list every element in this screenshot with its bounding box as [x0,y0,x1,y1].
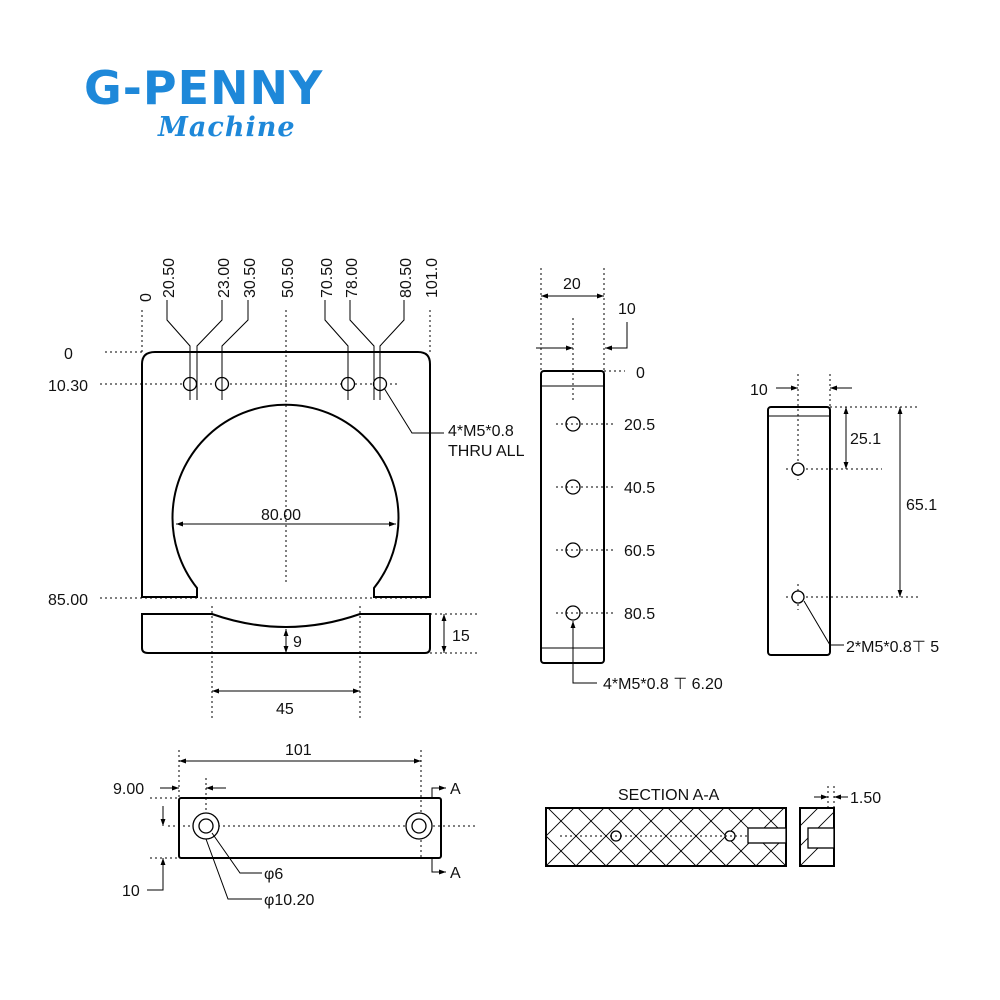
counterbore-diameter-leader [205,838,262,900]
side-zero-label: 0 [636,365,645,382]
leader-line [196,300,223,400]
side-hole-callout: 4*M5*0.8 ⊤ 6.20 [603,676,723,693]
top-position-101-0: 101.0 [424,258,441,298]
end-first-hole-label: 25.1 [850,431,881,448]
bottom-hole-offset-label: 9.00 [113,781,144,798]
leader-line [166,300,191,400]
bore-diameter-label: 80.00 [261,507,301,524]
end-hole-callout: 2*M5*0.8⊤ 5 [846,639,939,656]
section-title: SECTION A-A [618,787,720,804]
side-hole-position-60-5: 60.5 [624,543,655,560]
clamp-width-label: 45 [276,701,294,718]
section-view: SECTION A-A 1.50 [545,786,881,867]
left-position-85-00: 85.00 [48,592,88,609]
end-hole-spacing-label: 65.1 [906,497,937,514]
counterbore-diameter-label: φ10.20 [264,892,315,909]
leader-line [349,300,375,400]
counterbore-inner [198,818,214,834]
leader-line [221,300,249,400]
brand-name: G-PENNY [84,61,324,115]
brand-tagline: Machine [158,112,296,143]
clamp-depth-label: 9 [293,634,302,651]
hole-callout-thread: 4*M5*0.8 [448,423,514,440]
counterbore-inner [411,818,427,834]
side-width-label: 20 [563,276,581,293]
side-hole-position-80-5: 80.5 [624,606,655,623]
hole-callout-leader [383,387,444,434]
bottom-bar-outline [178,797,442,859]
section-wall-label: 1.50 [850,790,881,807]
left-position-10-30: 10.30 [48,378,88,395]
end-bar-outline [767,406,831,656]
end-hole-callout-leader [803,600,844,646]
end-hole [791,590,805,604]
side-hole-position-20-5: 20.5 [624,417,655,434]
top-position-20-50: 20.50 [161,258,178,298]
bottom-height-leader [147,858,166,891]
side-hole-callout-leader [570,621,597,684]
clamp-height-label: 15 [452,628,470,645]
front-plate-outline [141,351,431,598]
top-position-78-00: 78.00 [344,258,361,298]
hole-callout-thru: THRU ALL [448,443,525,460]
top-position-30-50: 30.50 [242,258,259,298]
section-marker-top [431,785,446,798]
top-position-0: 0 [138,293,155,302]
section-marker-bottom [431,858,446,875]
bottom-length-label: 101 [285,742,312,759]
bottom-height-label: 10 [122,883,140,900]
end-hole [791,462,805,476]
section-insert [747,827,787,844]
top-position-23-00: 23.00 [216,258,233,298]
top-position-70-50: 70.50 [319,258,336,298]
hole-diameter-leader [211,832,262,874]
side-view: 20 10 0 20.5 40.5 60.5 80.5 4*M5*0.8 ⊤ 6… [536,268,723,693]
section-marker-a-top: A [450,781,461,798]
side-offset-leader [605,322,628,351]
leader-line [379,300,405,400]
bottom-view: 101 9.00 10 A A φ6 φ10.20 [113,742,478,909]
brand-logo: G-PENNY Machine [84,62,323,142]
side-hole-position-40-5: 40.5 [624,480,655,497]
end-offset-label: 10 [750,382,768,399]
top-position-50-50: 50.50 [280,258,297,298]
front-view: 0 20.50 23.00 30.50 50.50 70.50 78.00 80… [48,258,525,609]
section-marker-a-bottom: A [450,865,461,882]
section-end-pocket [807,827,835,849]
side-offset-label: 10 [618,301,636,318]
top-position-80-50: 80.50 [398,258,415,298]
left-position-0: 0 [64,346,73,363]
clamp-view: 9 15 45 [141,606,478,718]
end-view: 10 25.1 65.1 2*M5*0.8⊤ 5 [750,374,939,656]
hole-diameter-label: φ6 [264,866,283,883]
leader-line [324,300,349,400]
